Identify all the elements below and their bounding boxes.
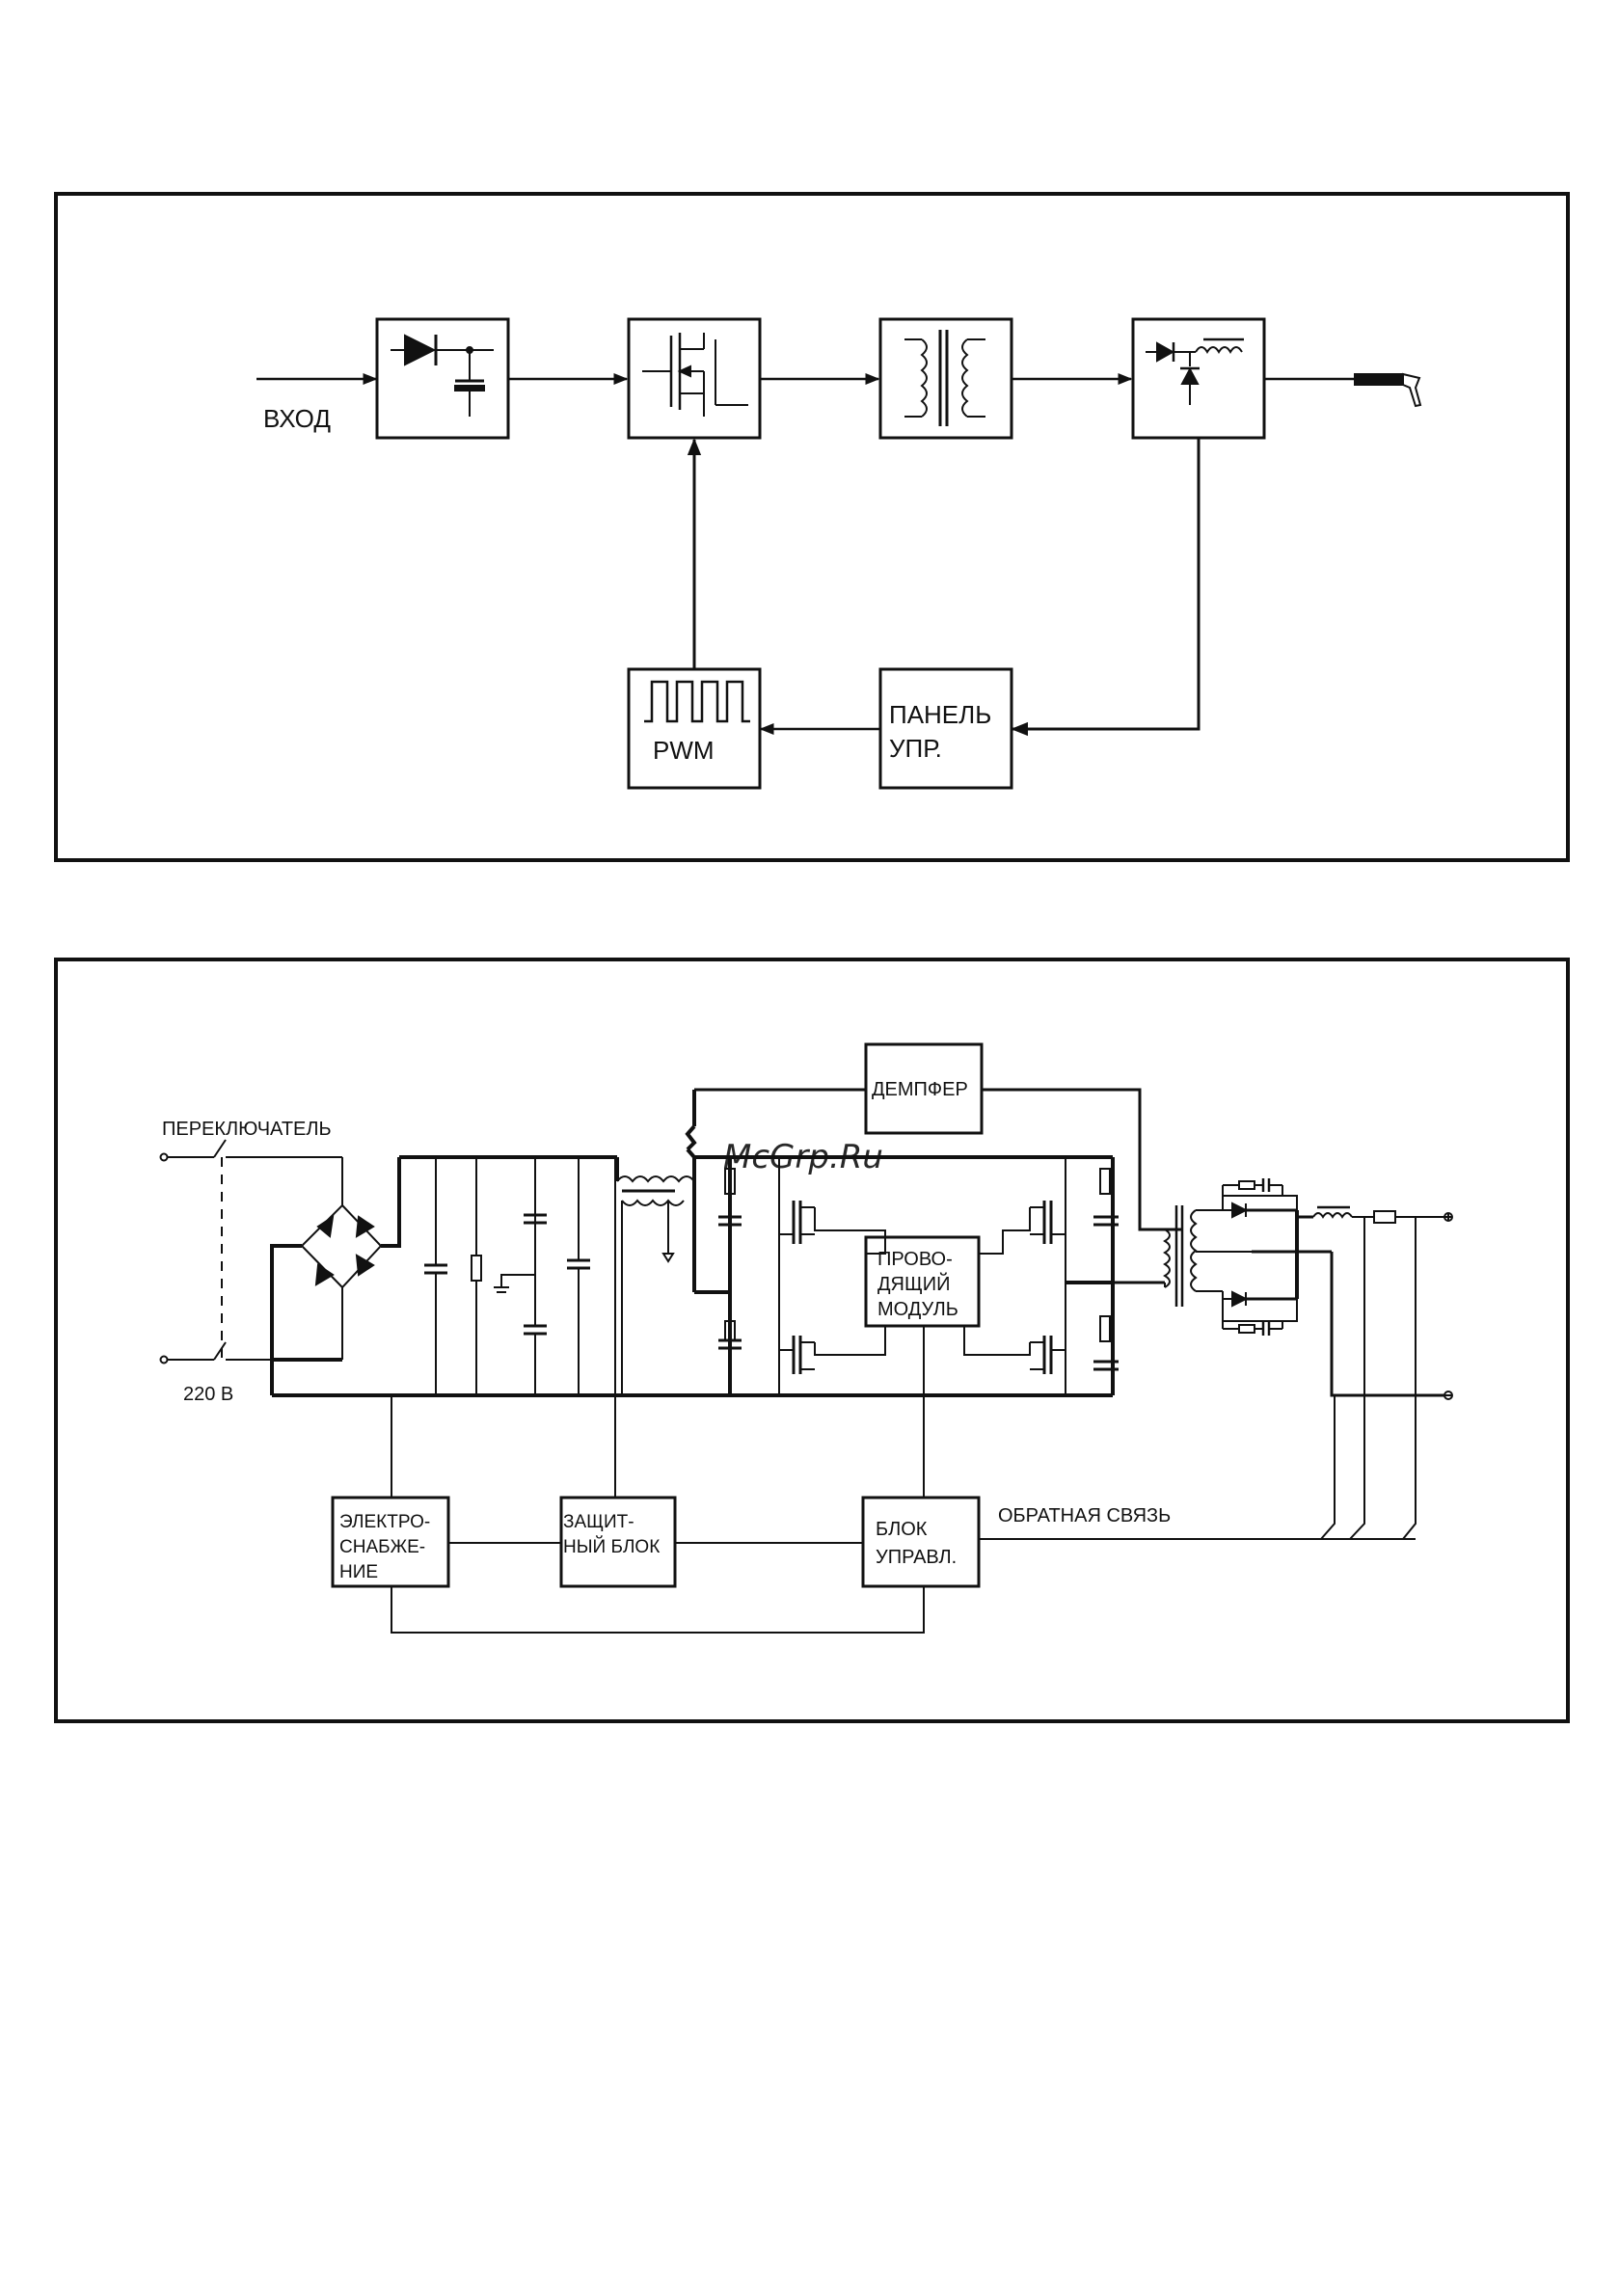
output-rectifier-icon — [1146, 339, 1244, 405]
switch-block — [629, 319, 760, 438]
filter-capacitor-2 — [524, 1157, 547, 1395]
driver-label-line2: ДЯЩИЙ — [877, 1272, 951, 1295]
output-diodes — [1223, 1178, 1297, 1336]
input-choke — [617, 1090, 694, 1395]
input-label: ВХОД — [263, 404, 331, 433]
switch-label: ПЕРЕКЛЮЧАТЕЛЬ — [162, 1119, 332, 1140]
control-label-line2: УПРАВЛ. — [876, 1547, 957, 1568]
block-diagram — [56, 194, 1568, 860]
filter-capacitor-1 — [424, 1157, 447, 1395]
control-label-line1: БЛОК — [876, 1519, 928, 1540]
power-supply-label-line3: НИЕ — [339, 1562, 378, 1582]
circuit-schematic — [56, 959, 1568, 1721]
transformer-icon — [904, 330, 985, 426]
mosfet-icon — [642, 333, 748, 417]
protection-label-line1: ЗАЩИТ- — [563, 1512, 634, 1532]
control-block — [863, 1498, 979, 1586]
output-rectifier-block — [1133, 319, 1264, 438]
diagram2-frame — [56, 959, 1568, 1721]
panel-label-line2: УПР. — [889, 734, 942, 763]
driver-label-line1: ПРОВО- — [877, 1249, 953, 1270]
left-igbt-pair — [779, 1157, 885, 1395]
diagram1-frame — [56, 194, 1568, 860]
transformer-block — [880, 319, 1012, 438]
electrode-holder-icon — [1355, 374, 1420, 406]
right-snubber — [1066, 1169, 1119, 1369]
feedback-label: ОБРАТНАЯ СВЯЗЬ — [998, 1505, 1171, 1526]
damper-label: ДЕМПФЕР — [872, 1079, 968, 1100]
power-supply-label-line1: ЭЛЕКТРО- — [339, 1512, 430, 1532]
feedback-taps — [979, 1217, 1416, 1539]
voltage-label: 220 В — [183, 1384, 233, 1405]
feedback-line-output — [1012, 438, 1199, 729]
driver-label-line3: МОДУЛЬ — [877, 1299, 958, 1320]
panel-label-line1: ПАНЕЛЬ — [889, 700, 991, 729]
ground-tap — [494, 1157, 535, 1292]
mains-switch — [161, 1140, 343, 1364]
diagram2-labels: ПЕРЕКЛЮЧАТЕЛЬ 220 В ДЕМПФЕР ПРОВО- ДЯЩИЙ… — [162, 1079, 1171, 1582]
rectifier-block — [377, 319, 508, 438]
diode-capacitor-icon — [391, 335, 494, 417]
filter-capacitor-3 — [567, 1157, 590, 1395]
pwm-waveform-icon — [644, 682, 750, 721]
output-filter — [1252, 1207, 1452, 1399]
pwm-label: PWM — [653, 736, 715, 765]
bridge-rectifier — [272, 1157, 399, 1395]
power-supply-label-line2: СНАБЖЕ- — [339, 1537, 425, 1557]
filter-resistor — [472, 1157, 481, 1395]
watermark: McGrp.Ru — [723, 1138, 883, 1176]
protection-label-line2: НЫЙ БЛОК — [563, 1536, 660, 1557]
pwm-block — [629, 669, 760, 788]
